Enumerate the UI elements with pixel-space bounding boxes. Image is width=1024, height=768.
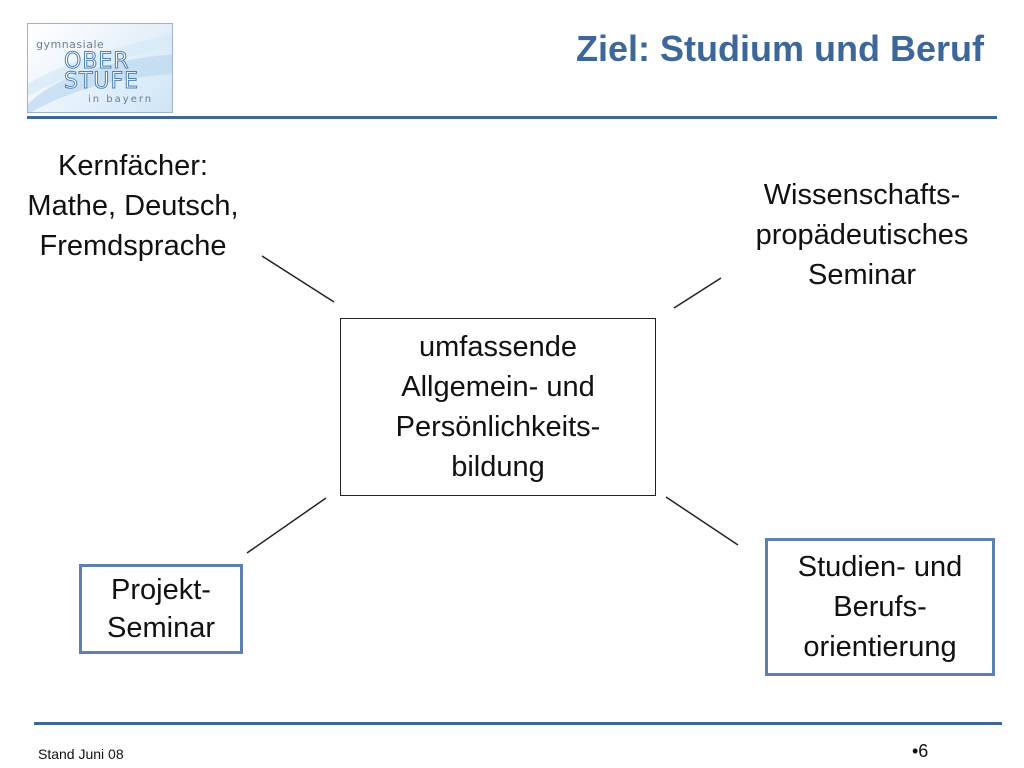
node-kernfaecher-text: Kernfächer: Mathe, Deutsch, Fremdsprache	[27, 150, 239, 262]
connector-studien	[665, 496, 739, 546]
node-projekt-seminar: Projekt- Seminar	[79, 564, 243, 654]
page-number: •6	[912, 741, 929, 761]
logo-swoosh-graphic	[28, 34, 172, 112]
logo-bottom-text: in bayern	[88, 94, 154, 105]
footer-divider	[34, 722, 1002, 725]
connector-wiss	[673, 277, 722, 309]
logo-top-text: gymnasiale	[36, 38, 105, 51]
footer-date: Stand Juni 08	[38, 746, 124, 762]
node-wissenschaftspropaedeutisches-seminar: Wissenschafts- propädeutisches Seminar	[722, 175, 1002, 295]
node-kernfaecher: Kernfächer: Mathe, Deutsch, Fremdsprache	[2, 146, 264, 266]
node-studien-text: Studien- und Berufs- orientierung	[797, 551, 963, 663]
oberstufe-logo: gymnasiale OBER STUFE in bayern	[27, 23, 173, 113]
slide-title: Ziel: Studium und Beruf	[576, 28, 984, 69]
node-projekt-text: Projekt- Seminar	[107, 574, 215, 644]
title-divider	[27, 116, 997, 119]
node-center-bildung: umfassende Allgemein- und Persönlichkeit…	[340, 318, 656, 496]
logo-line-2: STUFE	[63, 69, 140, 94]
node-studien-berufsorientierung: Studien- und Berufs- orientierung	[765, 538, 995, 676]
logo-line-1: OBER	[64, 49, 130, 74]
node-center-text: umfassende Allgemein- und Persönlichkeit…	[395, 331, 601, 483]
connector-projekt	[246, 497, 327, 554]
connector-kern	[261, 255, 335, 303]
node-wiss-text: Wissenschafts- propädeutisches Seminar	[755, 179, 969, 291]
